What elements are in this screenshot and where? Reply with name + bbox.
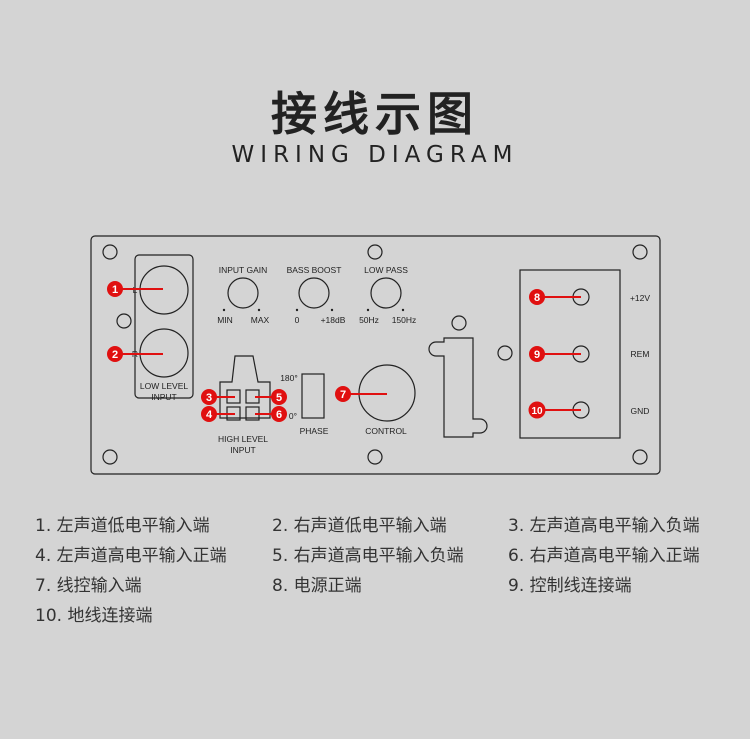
badge-5: 5 — [276, 392, 282, 404]
badge-6: 6 — [276, 409, 282, 421]
legend-item: 7. 线控输入端 — [35, 576, 142, 596]
legend-item: 3. 左声道高电平输入负端 — [508, 516, 700, 536]
badge-9: 9 — [534, 349, 540, 361]
low-pass-knob: LOW PASS 50Hz 150Hz — [359, 265, 416, 325]
svg-text:HIGH LEVEL: HIGH LEVEL — [218, 434, 268, 444]
low-level-input: L R LOW LEVEL INPUT — [132, 254, 194, 402]
legend-item: 4. 左声道高电平输入正端 — [35, 546, 227, 566]
svg-text:MIN: MIN — [217, 315, 233, 325]
svg-text:GND: GND — [631, 406, 650, 416]
legend-item: 2. 右声道低电平输入端 — [272, 516, 447, 536]
badge-1: 1 — [112, 284, 118, 296]
svg-text:+12V: +12V — [630, 293, 650, 303]
svg-text:0°: 0° — [289, 411, 297, 421]
legend-item: 9. 控制线连接端 — [508, 576, 632, 596]
svg-text:INPUT GAIN: INPUT GAIN — [219, 265, 268, 275]
badge-8: 8 — [534, 292, 540, 304]
mounting-holes — [102, 244, 648, 465]
title-en: WIRING DIAGRAM — [232, 142, 519, 168]
input-gain-knob: INPUT GAIN MIN MAX — [217, 265, 269, 325]
svg-text:INPUT: INPUT — [230, 445, 256, 455]
svg-text:PHASE: PHASE — [300, 426, 329, 436]
legend-item: 10. 地线连接端 — [35, 606, 153, 626]
legend-item: 5. 右声道高电平输入负端 — [272, 546, 464, 566]
svg-text:50Hz: 50Hz — [359, 315, 379, 325]
legend-item: 6. 右声道高电平输入正端 — [508, 546, 700, 566]
svg-text:BASS BOOST: BASS BOOST — [287, 265, 342, 275]
title-cn: 接线示图 — [271, 87, 479, 141]
high-level-connector: HIGH LEVEL INPUT — [218, 355, 271, 455]
legend-item: 1. 左声道低电平输入端 — [35, 516, 210, 536]
legend-item: 8. 电源正端 — [272, 576, 362, 596]
badge-3: 3 — [206, 392, 212, 404]
control-port: CONTROL — [358, 364, 416, 436]
svg-text:MAX: MAX — [251, 315, 270, 325]
svg-text:150Hz: 150Hz — [392, 315, 417, 325]
badge-4: 4 — [206, 409, 213, 421]
svg-text:INPUT: INPUT — [151, 392, 177, 402]
phase-switch: 180° 0° PHASE — [280, 373, 329, 436]
svg-text:LOW PASS: LOW PASS — [364, 265, 408, 275]
badge-2: 2 — [112, 349, 118, 361]
svg-text:0: 0 — [295, 315, 300, 325]
fuse-holder — [428, 337, 488, 438]
amplifier-panel: L R LOW LEVEL INPUT INPUT GAIN MIN MAX B… — [90, 235, 661, 475]
svg-text:180°: 180° — [280, 373, 298, 383]
callout-markers: 1 2 3 4 5 6 7 8 9 10 — [107, 281, 581, 422]
badge-10: 10 — [531, 406, 543, 417]
badge-7: 7 — [340, 389, 346, 401]
svg-text:CONTROL: CONTROL — [365, 426, 407, 436]
svg-text:LOW LEVEL: LOW LEVEL — [140, 381, 188, 391]
bass-boost-knob: BASS BOOST 0 +18dB — [287, 265, 346, 325]
svg-text:+18dB: +18dB — [321, 315, 346, 325]
svg-text:REM: REM — [631, 349, 650, 359]
